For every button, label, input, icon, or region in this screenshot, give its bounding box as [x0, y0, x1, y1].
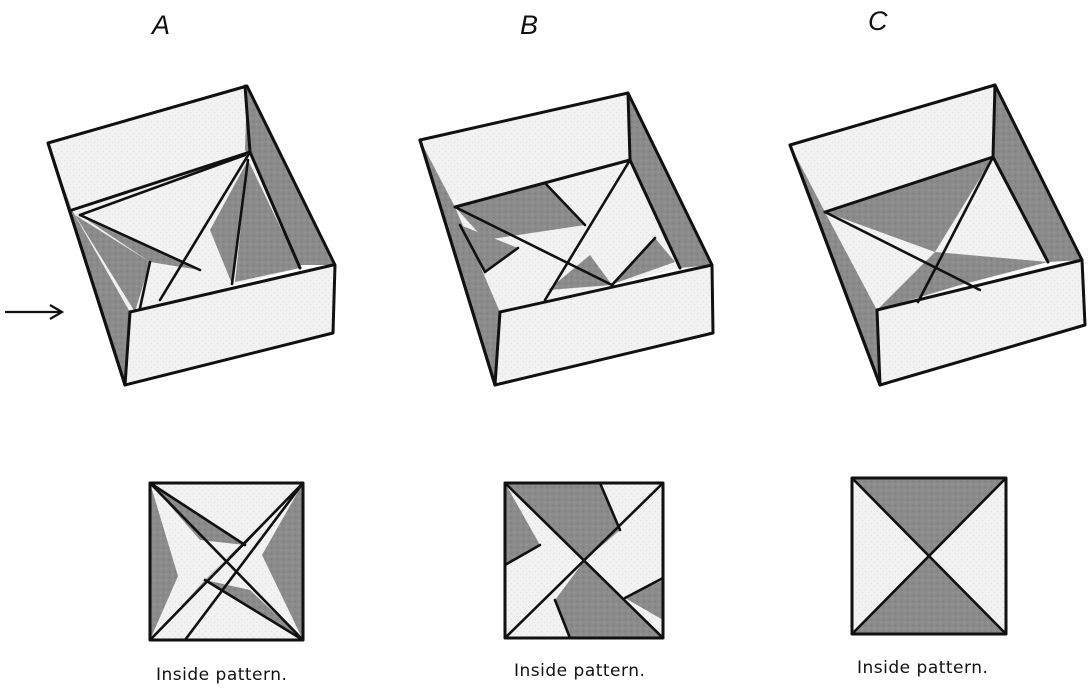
box-c: [788, 83, 1087, 387]
figure-label-a: A: [150, 10, 170, 40]
figure-label-c: C: [868, 6, 888, 36]
box-a: [46, 84, 337, 387]
box-b: [418, 91, 715, 387]
caption-b: Inside pattern.: [514, 661, 645, 681]
inside-pattern-a: [148, 481, 305, 642]
inside-pattern-b: [503, 481, 665, 640]
caption-c: Inside pattern.: [857, 658, 988, 678]
caption-a: Inside pattern.: [156, 665, 287, 685]
arrow-right-icon: [5, 304, 65, 320]
inside-pattern-c: [850, 476, 1008, 636]
figure-label-b: B: [520, 10, 538, 40]
